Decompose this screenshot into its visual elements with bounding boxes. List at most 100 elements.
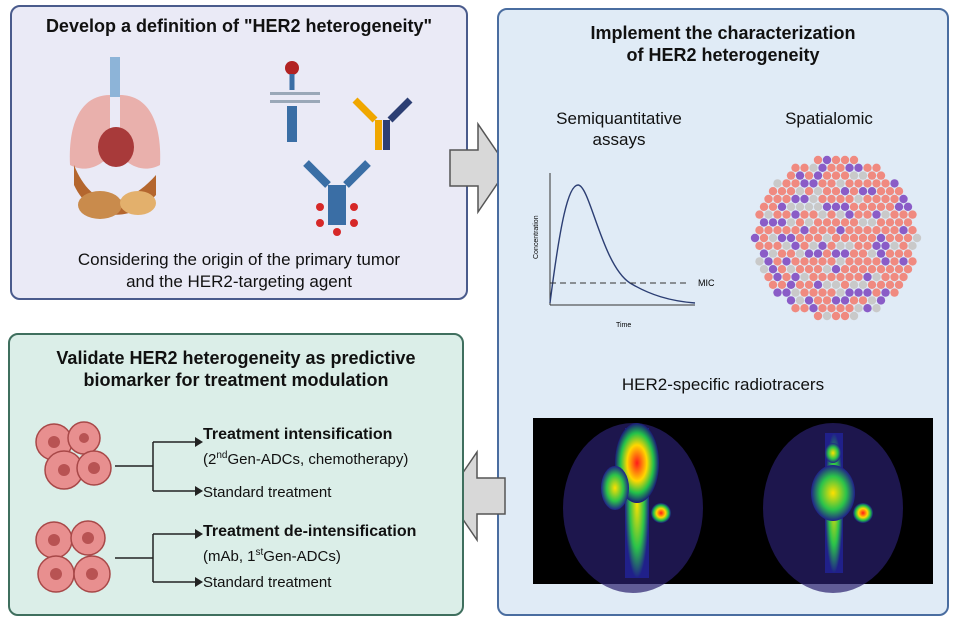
- branch-arrow-top: [115, 437, 203, 496]
- spatial-spot: [786, 233, 796, 243]
- deintensification-heading: Treatment de-intensification: [203, 523, 417, 540]
- spatial-spot: [845, 163, 854, 172]
- spatial-spot: [849, 265, 859, 274]
- spatial-spot: [854, 241, 863, 250]
- spatial-spot: [854, 210, 863, 219]
- spatial-spot: [899, 210, 908, 219]
- spatial-spot: [890, 257, 899, 266]
- spatial-spot: [813, 265, 823, 274]
- spatial-spot: [818, 210, 827, 219]
- spatial-spot: [849, 296, 859, 305]
- spatial-spot: [899, 257, 908, 266]
- spatial-spot: [840, 233, 850, 243]
- spatial-spot: [800, 257, 809, 266]
- spatial-spot: [818, 304, 827, 313]
- spatial-spot: [890, 179, 899, 188]
- spatial-spot: [840, 296, 850, 305]
- characterization-title-line2: of HER2 heterogeneity: [626, 45, 820, 65]
- spatial-spot: [881, 257, 890, 266]
- spatial-spot: [908, 210, 917, 219]
- spatial-spot: [804, 187, 814, 196]
- spatial-spot: [867, 296, 877, 305]
- spatial-spot: [890, 194, 899, 204]
- spatial-spot: [840, 311, 850, 321]
- spatial-spot: [854, 194, 863, 204]
- spatial-spot: [885, 218, 895, 227]
- spatial-spot: [831, 265, 841, 274]
- spatial-spot: [876, 202, 886, 211]
- spatial-spot: [845, 179, 854, 188]
- spatial-spot: [894, 202, 904, 211]
- spatial-spot: [813, 202, 823, 211]
- spatial-spot: [827, 241, 836, 250]
- spatial-spot: [894, 280, 904, 289]
- spatial-spot: [786, 249, 796, 258]
- spatial-spot: [800, 288, 809, 297]
- spatial-spot: [903, 249, 913, 258]
- characterization-title-line1: Implement the characterization: [590, 23, 856, 43]
- spatial-spot: [777, 218, 787, 227]
- spatial-spot: [795, 249, 805, 258]
- spatial-spot: [867, 202, 877, 211]
- spatial-spot: [836, 257, 845, 266]
- spatial-spot: [849, 233, 859, 243]
- spatial-spot: [849, 311, 859, 321]
- spatial-spot: [768, 218, 778, 227]
- spatial-spot: [903, 202, 913, 211]
- spatial-spot: [831, 249, 841, 258]
- spatial-spot: [876, 280, 886, 289]
- spatial-spot: [818, 288, 827, 297]
- spatial-spot: [903, 265, 913, 274]
- spatial-spot: [782, 288, 791, 297]
- spatial-spot: [876, 296, 886, 305]
- radiotracers-label: HER2-specific radiotracers: [621, 375, 825, 394]
- spatial-spot: [755, 241, 764, 250]
- spatial-spot: [768, 202, 778, 211]
- spatial-spot: [822, 249, 832, 258]
- spatial-spot: [899, 272, 908, 282]
- spatial-spot: [773, 194, 782, 204]
- spatial-spot: [885, 280, 895, 289]
- spatial-spot: [822, 280, 832, 289]
- spatial-spot: [818, 179, 827, 188]
- spatial-spot: [782, 179, 791, 188]
- spatial-spot: [840, 171, 850, 180]
- spatial-spot: [885, 265, 895, 274]
- spatial-spot: [777, 233, 787, 243]
- spatial-spot: [818, 194, 827, 204]
- spatial-spot: [809, 257, 818, 266]
- spatial-spot: [831, 155, 841, 165]
- spatial-spot: [764, 241, 773, 250]
- spatial-spot: [800, 241, 809, 250]
- spatial-spot: [836, 163, 845, 172]
- spatial-spot: [876, 218, 886, 227]
- standard-treatment-2: Standard treatment: [203, 574, 332, 591]
- spatial-spot: [845, 288, 854, 297]
- spatial-spot: [782, 210, 791, 219]
- spatial-spot: [858, 296, 868, 305]
- spatial-spot: [764, 226, 773, 235]
- spatial-spot: [773, 288, 782, 297]
- spatial-spot: [755, 226, 764, 235]
- spatial-spot: [800, 226, 809, 235]
- spatial-spot: [795, 265, 805, 274]
- spatial-spot: [863, 241, 872, 250]
- spatial-spot: [849, 280, 859, 289]
- spatial-spot: [822, 171, 832, 180]
- spatial-spot: [786, 265, 796, 274]
- spatial-spot: [827, 226, 836, 235]
- spatial-spot: [849, 171, 859, 180]
- spatial-spot: [863, 163, 872, 172]
- concentration-time-plot: Concentration Time MIC: [533, 173, 715, 329]
- spatial-spot: [858, 202, 868, 211]
- spatial-spot: [827, 288, 836, 297]
- spatial-spot: [773, 179, 782, 188]
- spatial-spot: [840, 265, 850, 274]
- spatial-spot: [813, 155, 823, 165]
- spatial-spot: [836, 241, 845, 250]
- arrow-right-icon: [449, 121, 509, 215]
- spatial-spot: [804, 249, 814, 258]
- spatial-spot: [813, 249, 823, 258]
- spatial-spot: [800, 179, 809, 188]
- spatial-spot: [786, 187, 796, 196]
